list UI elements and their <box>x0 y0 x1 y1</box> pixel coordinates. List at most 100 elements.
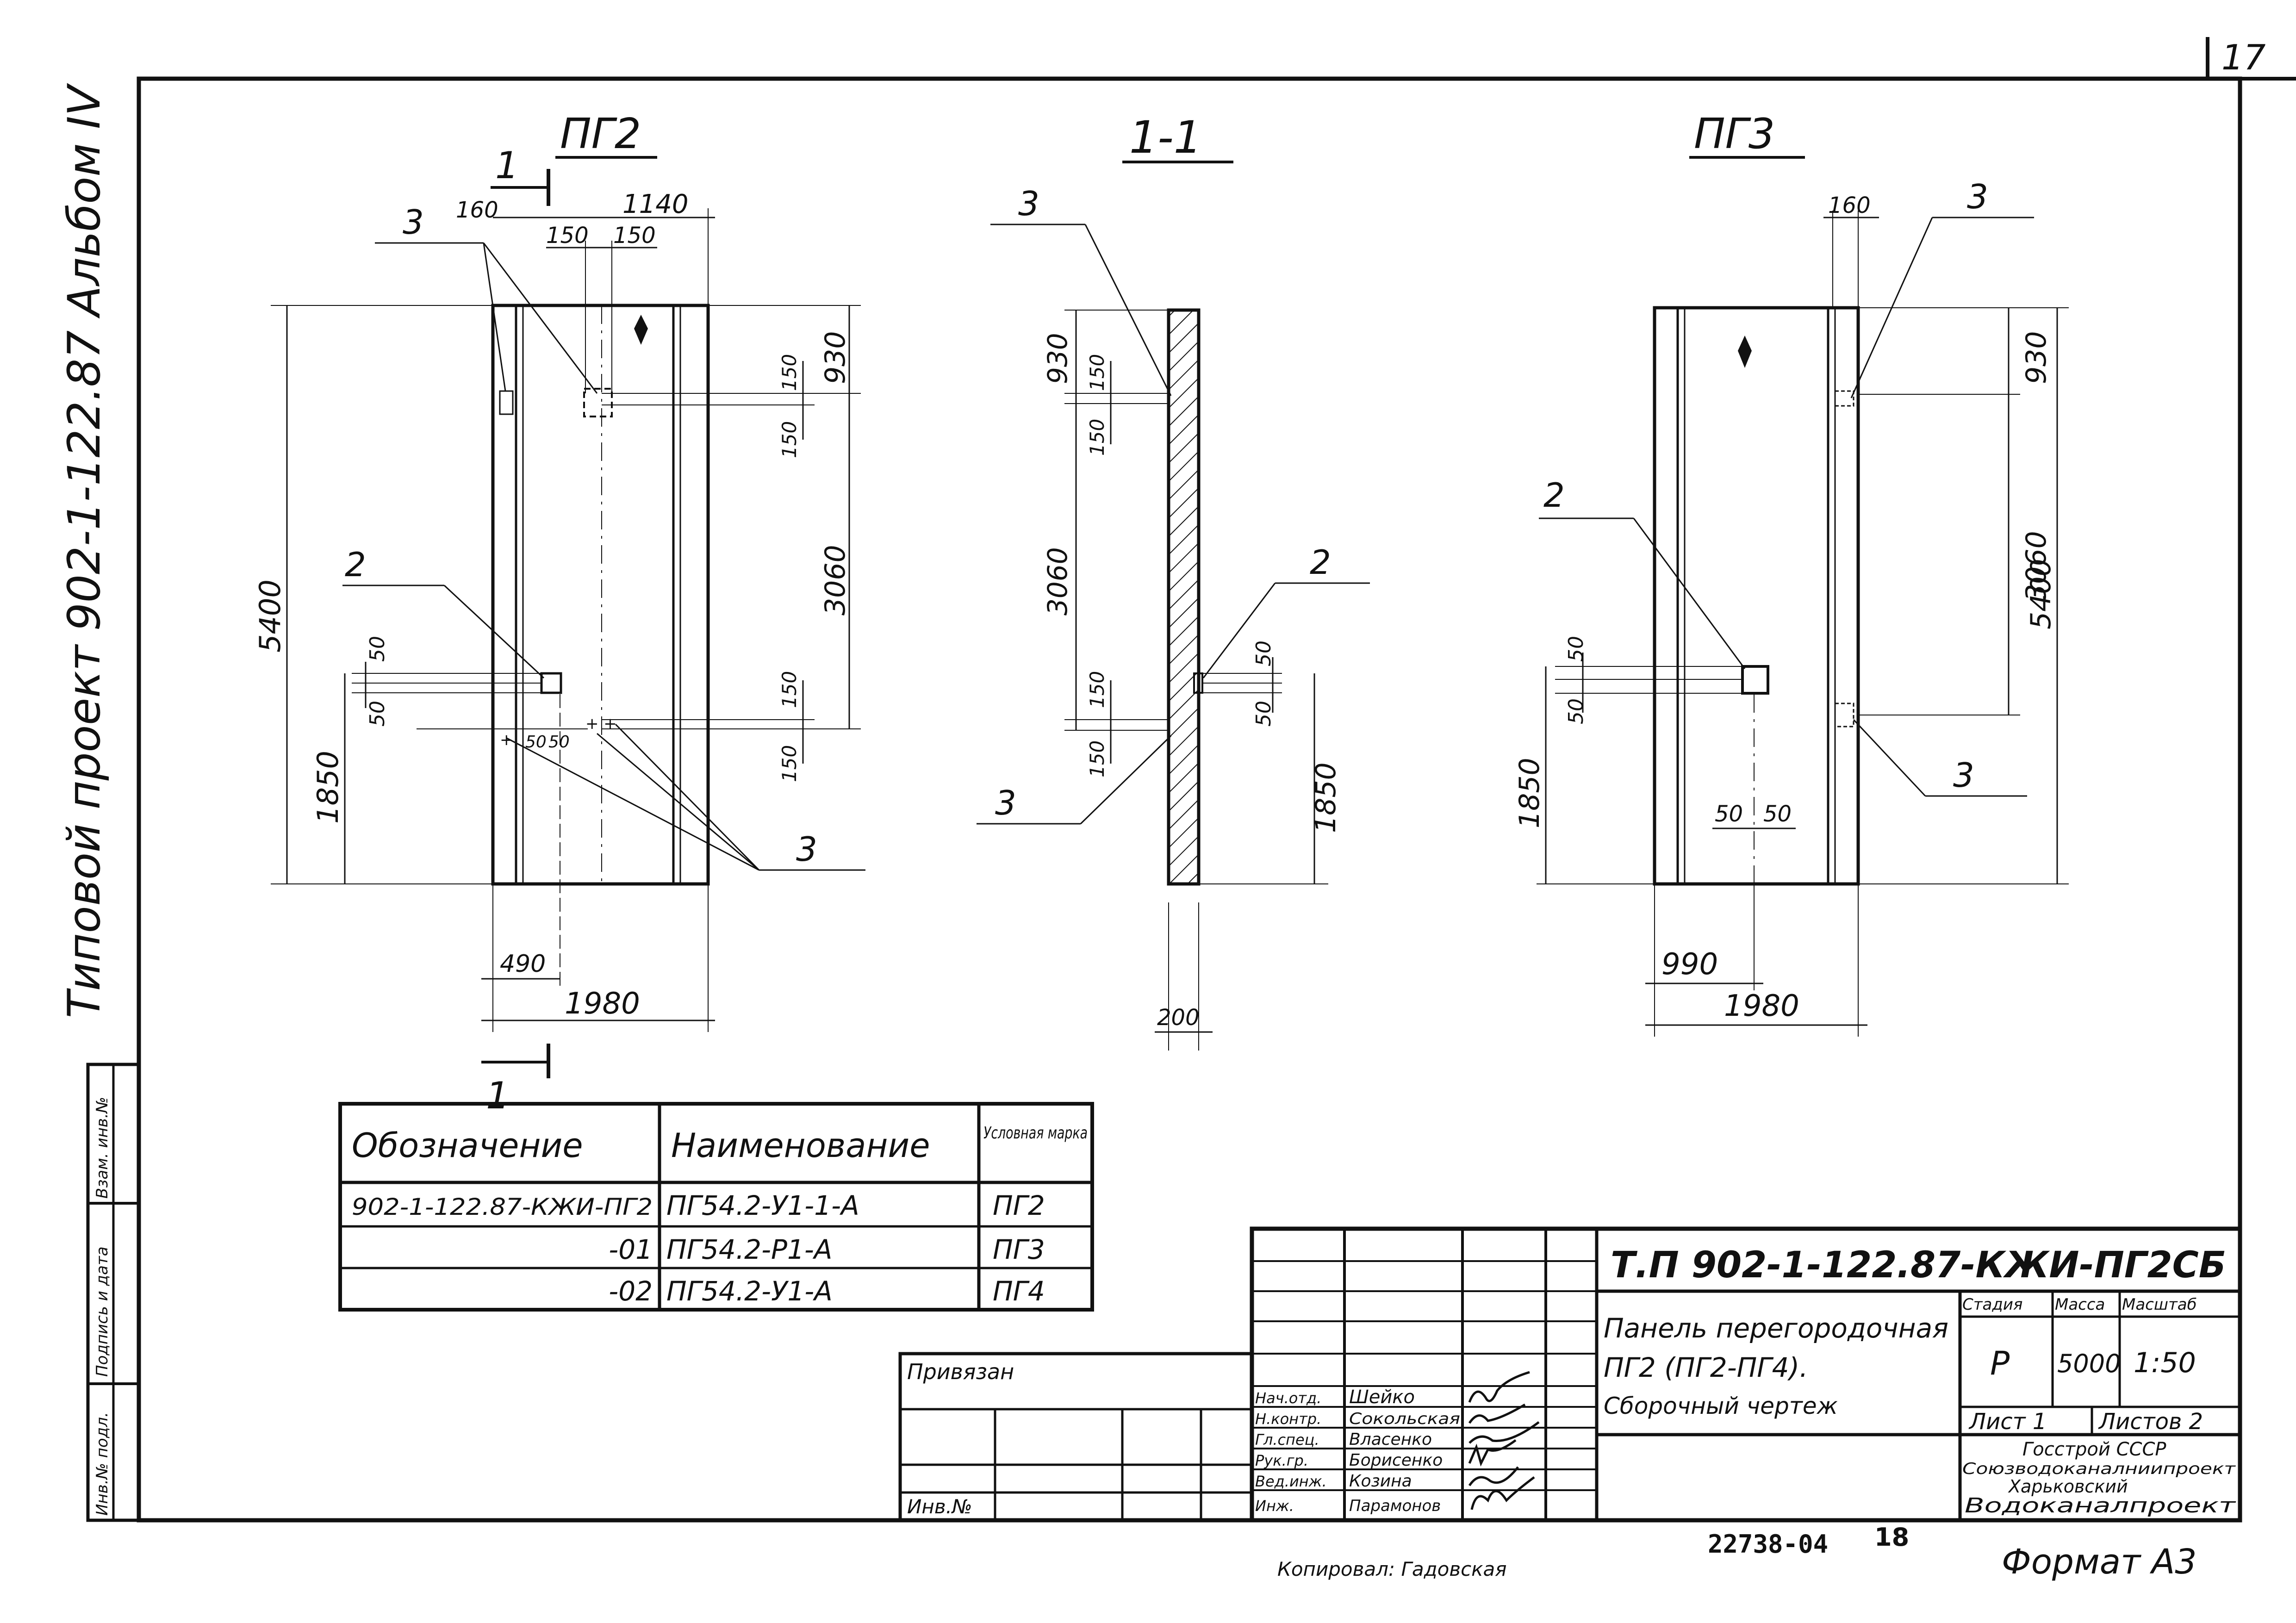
footer-number: 22738-04 <box>1708 1530 1828 1559</box>
footer-format: Формат А3 <box>2002 1542 2196 1582</box>
sheet-label: Лист 1 <box>1968 1409 2047 1435</box>
spec-header-mark: Условная марка <box>983 1124 1088 1143</box>
pg2-dim-1850: 1850 <box>311 751 345 824</box>
mass-value: 5000 <box>2057 1349 2121 1378</box>
pg2-dim-50a: 50 <box>366 636 389 662</box>
pg2-panel <box>491 304 710 886</box>
pg2-dim-50d: 50 <box>548 733 570 752</box>
spec-row-2-mark: ПГ3 <box>993 1234 1045 1265</box>
title-code: Т.П 902-1-122.87-КЖИ-ПГ2СБ <box>1611 1244 2226 1286</box>
sign-role-2: Н.контр. <box>1255 1410 1321 1428</box>
signature-scribbles <box>1468 1371 1540 1510</box>
section-slab <box>1167 308 1201 886</box>
section-title: 1-1 <box>1129 112 1202 163</box>
pg2-dim-1980: 1980 <box>565 987 640 1021</box>
pg3-dim-1850: 1850 <box>1513 758 1546 828</box>
pg3-dim-50c: 50 <box>1715 801 1743 827</box>
pg2-callout-3-bottom: 3 <box>796 830 817 869</box>
pg2-cut-bottom-label: 1 <box>486 1074 510 1117</box>
section-dim-150c: 150 <box>1086 671 1108 708</box>
pg2-dim-3060: 3060 <box>819 545 852 616</box>
pg2-dim-160: 160 <box>456 197 498 223</box>
stamp-cell-sign: Подпись и дата <box>93 1246 112 1377</box>
spec-row-3-name: ПГ54.2-У1-А <box>666 1275 833 1307</box>
section-dim-200: 200 <box>1157 1005 1200 1031</box>
pg2-dim-5400: 5400 <box>253 579 287 653</box>
stage-value: Р <box>1990 1344 2010 1382</box>
stamp-cell-inv: Инв.№ подл. <box>93 1412 112 1516</box>
section-callout-2: 2 <box>1310 543 1331 582</box>
pg2-callout-2: 2 <box>345 545 366 584</box>
sign-name-5: Козина <box>1349 1472 1412 1491</box>
pg3-dim-50a: 50 <box>1564 636 1588 662</box>
pg2-dim-930: 930 <box>819 331 852 384</box>
section-callout-3-bottom: 3 <box>995 784 1016 822</box>
pg2-dim-490: 490 <box>500 950 546 978</box>
section-dim-930: 930 <box>1042 333 1073 384</box>
spec-row-1-name: ПГ54.2-У1-1-А <box>666 1190 859 1221</box>
pg3-dim-50d: 50 <box>1763 801 1792 827</box>
pg2-dim-150r1: 150 <box>778 354 801 391</box>
section-dim-50a: 50 <box>1252 640 1276 666</box>
spec-header-name: Наименование <box>671 1126 930 1165</box>
page-number: 17 <box>2221 37 2266 78</box>
pg3-dim-930: 930 <box>2020 331 2053 384</box>
pg2-title: ПГ2 <box>560 110 641 158</box>
pg3-panel <box>1653 306 1860 886</box>
section-dim-3060: 3060 <box>1042 547 1073 616</box>
pg2-dim-150a: 150 <box>546 223 589 249</box>
stage-header: Стадия <box>1962 1295 2022 1314</box>
section-dim-1850: 1850 <box>1310 762 1342 833</box>
pg3-dim-160: 160 <box>1828 193 1871 218</box>
pg2-dim-150r3: 150 <box>778 671 801 708</box>
spec-table <box>338 1102 1094 1312</box>
stamp-cell-replace: Взам. инв.№ <box>93 1097 112 1199</box>
svg-text:+ +: + + <box>585 715 617 733</box>
view-pg2: ПГ2 + + + 1 1 1140 160 150 150 <box>253 110 865 1117</box>
sign-name-2: Сокольская <box>1349 1410 1460 1428</box>
pg2-callout-3-top: 3 <box>403 203 424 242</box>
pg2-dim-150b: 150 <box>613 223 656 249</box>
pg3-title: ПГ3 <box>1694 110 1775 158</box>
sheets-label: Листов 2 <box>2098 1409 2203 1435</box>
sign-role-6: Инж. <box>1255 1497 1294 1515</box>
pg3-callout-2: 2 <box>1543 476 1565 515</box>
left-stamp <box>86 1063 141 1522</box>
spec-row-2-name: ПГ54.2-Р1-А <box>666 1234 832 1265</box>
view-section-1-1: 1-1 3 2 3 930 150 150 3060 150 150 <box>977 112 1370 1051</box>
side-title: Типовой проект 902-1-122.87 Альбом IV <box>58 83 110 1018</box>
sign-name-6: Парамонов <box>1349 1497 1441 1515</box>
spec-row-1-mark: ПГ2 <box>993 1190 1045 1221</box>
section-dim-150b: 150 <box>1086 419 1108 456</box>
pg2-dim-50b: 50 <box>366 701 389 727</box>
title-name-line-2: ПГ2 (ПГ2-ПГ4). <box>1604 1352 1808 1383</box>
pg3-callout-3-top: 3 <box>1967 177 1988 216</box>
pg3-dim-5400: 5400 <box>2025 559 2057 629</box>
sign-role-4: Рук.гр. <box>1255 1452 1308 1469</box>
section-callout-3-top: 3 <box>1018 184 1039 223</box>
pg2-diamond-mark <box>634 315 648 345</box>
sign-role-3: Гл.спец. <box>1255 1431 1319 1449</box>
footer-page: 18 <box>1874 1523 1909 1552</box>
pg3-callout-3-bottom: 3 <box>1953 756 1974 795</box>
title-name-line-3: Сборочный чертеж <box>1604 1393 1838 1419</box>
section-dim-150d: 150 <box>1086 740 1108 777</box>
org-line-3: Харьковский <box>2008 1476 2128 1497</box>
pg3-dim-990: 990 <box>1661 947 1718 982</box>
spec-row-3-mark: ПГ4 <box>993 1275 1045 1307</box>
org-line-2: Союзводоканалниипроект <box>1962 1460 2236 1478</box>
pg3-dim-3060: 3060 <box>2020 531 2053 602</box>
footer-copied: Копировал: Гадовская <box>1277 1558 1507 1580</box>
pg2-dim-150r2: 150 <box>778 421 801 458</box>
spec-row-1-designation: 902-1-122.87-КЖИ-ПГ2 <box>352 1194 653 1220</box>
binding-inv-label: Инв.№ <box>907 1495 972 1518</box>
title-name-line-1: Панель перегородочная <box>1604 1312 1948 1344</box>
pg2-cut-top-label: 1 <box>495 144 519 187</box>
sign-role-5: Вед.инж. <box>1255 1473 1327 1490</box>
view-pg3: ПГ3 160 3 3 2 930 <box>1513 110 2069 1037</box>
pg2-dim-50c: 50 <box>525 733 547 752</box>
org-line-1: Госстрой СССР <box>2022 1439 2166 1460</box>
pg3-diamond-mark <box>1738 336 1752 368</box>
pg3-dim-1980: 1980 <box>1724 989 1799 1023</box>
